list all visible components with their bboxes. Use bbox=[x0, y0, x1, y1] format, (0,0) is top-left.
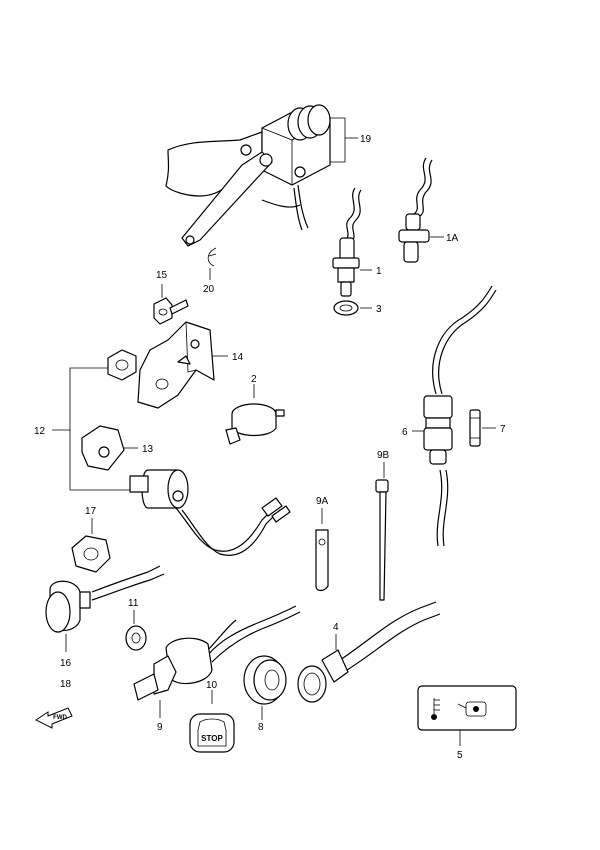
part-6-fuse-holder bbox=[412, 285, 497, 547]
callout-19: 19 bbox=[360, 134, 372, 145]
part-9A-clip bbox=[315, 508, 329, 592]
callout-14: 14 bbox=[232, 352, 244, 363]
part-20-clip bbox=[207, 247, 217, 280]
callout-12: 12 bbox=[34, 426, 46, 437]
thermometer-icon bbox=[431, 698, 440, 720]
callout-20: 20 bbox=[203, 284, 215, 295]
part-10-stop-cap: STOP bbox=[189, 690, 235, 753]
callout-13: 13 bbox=[142, 444, 154, 455]
callout-18: 18 bbox=[60, 679, 72, 690]
part-9B-cable-tie bbox=[375, 462, 389, 601]
part-9-stop-switch bbox=[133, 605, 301, 718]
part-16-switch bbox=[45, 565, 165, 652]
callout-4: 4 bbox=[333, 622, 339, 633]
part-12-group-bracket bbox=[52, 349, 140, 491]
stop-text: STOP bbox=[201, 734, 223, 743]
part-1A-sensor bbox=[398, 157, 444, 263]
callout-2: 2 bbox=[251, 374, 257, 385]
fwd-text: FWD bbox=[53, 715, 67, 721]
oil-can-icon bbox=[457, 701, 487, 717]
callout-1A: 1A bbox=[446, 233, 459, 244]
callout-3: 3 bbox=[376, 304, 382, 315]
part-19-solenoid-assembly bbox=[165, 104, 358, 247]
callout-9: 9 bbox=[157, 722, 163, 733]
callout-1: 1 bbox=[376, 266, 382, 277]
part-7-fuse bbox=[469, 409, 496, 447]
part-15-bolt bbox=[153, 284, 189, 325]
callout-8: 8 bbox=[258, 722, 264, 733]
callout-5: 5 bbox=[457, 750, 463, 761]
part-17-nut bbox=[71, 518, 111, 573]
callout-9A: 9A bbox=[316, 496, 329, 507]
part-14-bracket bbox=[137, 321, 228, 409]
part-1-sensor bbox=[332, 187, 372, 297]
part-4-connector bbox=[297, 601, 441, 703]
part-11-washer bbox=[125, 610, 147, 651]
part-2-switch bbox=[225, 384, 285, 445]
part-12-neutral-switch bbox=[129, 469, 291, 556]
callout-11: 11 bbox=[128, 598, 139, 609]
callout-17: 17 bbox=[85, 506, 97, 517]
fwd-arrow: FWD bbox=[35, 707, 73, 729]
callout-9B: 9B bbox=[377, 450, 390, 461]
callout-7: 7 bbox=[500, 424, 506, 435]
part-3-washer bbox=[333, 300, 372, 316]
part-8-grommet bbox=[243, 655, 287, 720]
callout-10: 10 bbox=[206, 680, 218, 691]
callout-6: 6 bbox=[402, 427, 408, 438]
callout-16: 16 bbox=[60, 658, 72, 669]
callout-15: 15 bbox=[156, 270, 168, 281]
part-5-label bbox=[417, 685, 517, 746]
